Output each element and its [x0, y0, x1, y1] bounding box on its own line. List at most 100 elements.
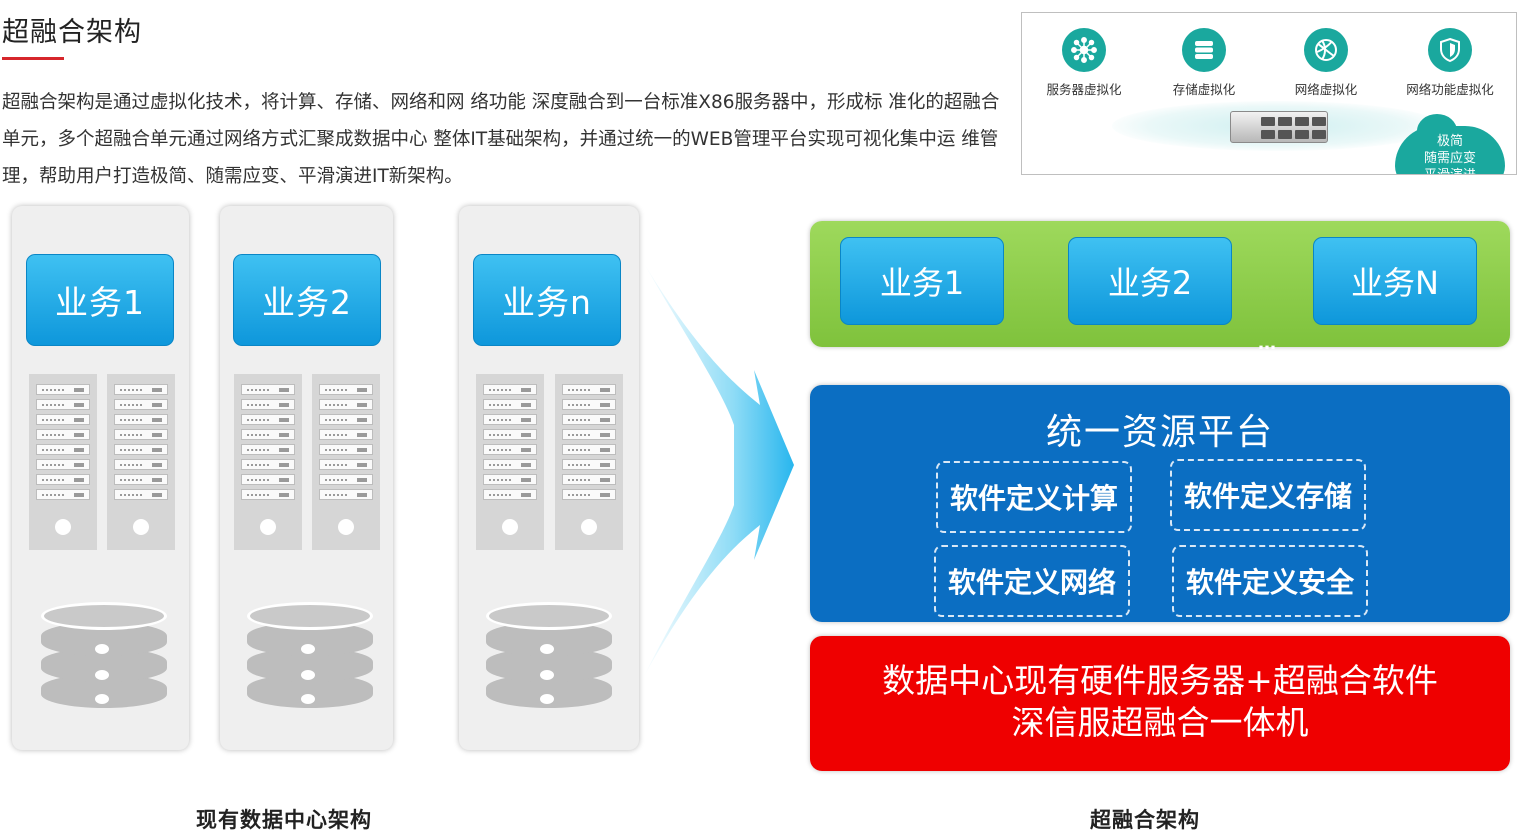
drive-slot	[241, 429, 295, 440]
power-button	[55, 519, 71, 535]
rack-1: 业务1	[12, 206, 189, 750]
drive-slot	[562, 384, 616, 395]
hardware-line-1: 数据中心现有硬件服务器+超融合软件	[882, 661, 1438, 700]
drive-slot	[483, 444, 537, 455]
drive-slot	[483, 399, 537, 410]
drive-slot	[241, 459, 295, 470]
panel-item-nfv: 网络功能虚拟化	[1390, 28, 1510, 98]
drive-slot	[114, 459, 168, 470]
drive-slot	[114, 474, 168, 485]
server-unit	[476, 374, 544, 550]
sw-compute: 软件定义计算	[936, 461, 1132, 533]
drive-slot	[483, 474, 537, 485]
drive-slot	[319, 459, 373, 470]
panel-item-storage: 存储虚拟化	[1144, 28, 1264, 98]
drive-slot	[483, 384, 537, 395]
database-icon	[247, 602, 373, 708]
server-image	[1230, 111, 1328, 143]
page-title: 超融合架构	[2, 17, 142, 48]
drive-slot	[241, 444, 295, 455]
drive-slot	[562, 474, 616, 485]
panel-item-server: 服务器虚拟化	[1024, 28, 1144, 98]
cloud-badge: 极简 随需应变 平滑演进	[1395, 114, 1505, 174]
rack-business-box: 业务1	[26, 254, 174, 346]
drive-slot	[483, 489, 537, 500]
rack-2: 业务2	[220, 206, 393, 750]
business-box-1: 业务1	[840, 237, 1004, 325]
network-ball-icon	[1304, 28, 1348, 72]
panel-label: 网络功能虚拟化	[1406, 82, 1494, 97]
storage-icon	[1182, 28, 1226, 72]
title-underline	[2, 57, 64, 60]
rack-3: 业务n	[459, 206, 639, 750]
drive-slot	[36, 444, 90, 455]
power-button	[502, 519, 518, 535]
drive-slot	[36, 384, 90, 395]
resource-platform: 统一资源平台 软件定义计算 软件定义存储 软件定义网络 软件定义安全	[810, 385, 1510, 622]
drive-slot	[562, 489, 616, 500]
virtualization-panel: 服务器虚拟化 存储虚拟化 网络虚拟化 网络功能虚拟化 极简 随需应变 平滑演进	[1021, 12, 1517, 175]
page-description: 超融合架构是通过虚拟化技术，将计算、存储、网络和网 络功能 深度融合到一台标准X…	[2, 92, 1000, 187]
server-unit	[234, 374, 302, 550]
shield-icon	[1428, 28, 1472, 72]
drive-slot	[36, 414, 90, 425]
power-button	[260, 519, 276, 535]
panel-item-network: 网络虚拟化	[1266, 28, 1386, 98]
database-icon	[486, 602, 612, 708]
caption-hci: 超融合架构	[1090, 808, 1200, 830]
business-box-2: 业务2	[1068, 237, 1232, 325]
drive-slot	[114, 399, 168, 410]
drive-slot	[114, 429, 168, 440]
drive-slot	[241, 414, 295, 425]
drive-slot	[562, 459, 616, 470]
drive-slot	[36, 474, 90, 485]
drive-slot	[319, 399, 373, 410]
database-icon	[41, 602, 167, 708]
power-button	[338, 519, 354, 535]
ellipsis-text: …	[1258, 333, 1277, 354]
drive-slot	[562, 399, 616, 410]
panel-label: 存储虚拟化	[1172, 82, 1236, 97]
sw-security: 软件定义安全	[1172, 545, 1368, 617]
network-nodes-icon	[1062, 28, 1106, 72]
drive-slot	[114, 444, 168, 455]
drive-slot	[483, 414, 537, 425]
server-unit	[312, 374, 380, 550]
drive-slot	[483, 459, 537, 470]
drive-slot	[562, 444, 616, 455]
drive-slot	[319, 384, 373, 395]
sw-network: 软件定义网络	[934, 545, 1130, 617]
platform-title: 统一资源平台	[1045, 412, 1274, 453]
drive-slot	[483, 429, 537, 440]
drive-slot	[319, 414, 373, 425]
drive-slot	[114, 414, 168, 425]
drive-slot	[241, 399, 295, 410]
sw-storage: 软件定义存储	[1170, 459, 1366, 531]
drive-slot	[36, 459, 90, 470]
rack-business-box: 业务n	[473, 254, 621, 346]
server-unit	[29, 374, 97, 550]
drive-slot	[241, 489, 295, 500]
drive-slot	[562, 429, 616, 440]
rack-business-box: 业务2	[233, 254, 381, 346]
hardware-layer: 数据中心现有硬件服务器+超融合软件 深信服超融合一体机	[810, 636, 1510, 771]
business-layer: 业务1 业务2 业务N	[810, 221, 1510, 347]
server-unit	[107, 374, 175, 550]
server-unit	[555, 374, 623, 550]
power-button	[581, 519, 597, 535]
drive-slot	[36, 399, 90, 410]
drive-slot	[36, 489, 90, 500]
drive-slot	[562, 414, 616, 425]
arrow-right-icon	[642, 260, 794, 680]
drive-slot	[319, 474, 373, 485]
panel-label: 网络虚拟化	[1294, 82, 1358, 97]
drive-slot	[114, 489, 168, 500]
business-box-n: 业务N	[1313, 237, 1477, 325]
panel-label: 服务器虚拟化	[1046, 82, 1122, 97]
drive-slot	[241, 384, 295, 395]
cloud-text: 极简 随需应变 平滑演进	[1423, 134, 1476, 174]
drive-slot	[319, 429, 373, 440]
drive-slot	[319, 444, 373, 455]
caption-existing: 现有数据中心架构	[196, 808, 372, 830]
hardware-line-2: 深信服超融合一体机	[1011, 703, 1309, 742]
